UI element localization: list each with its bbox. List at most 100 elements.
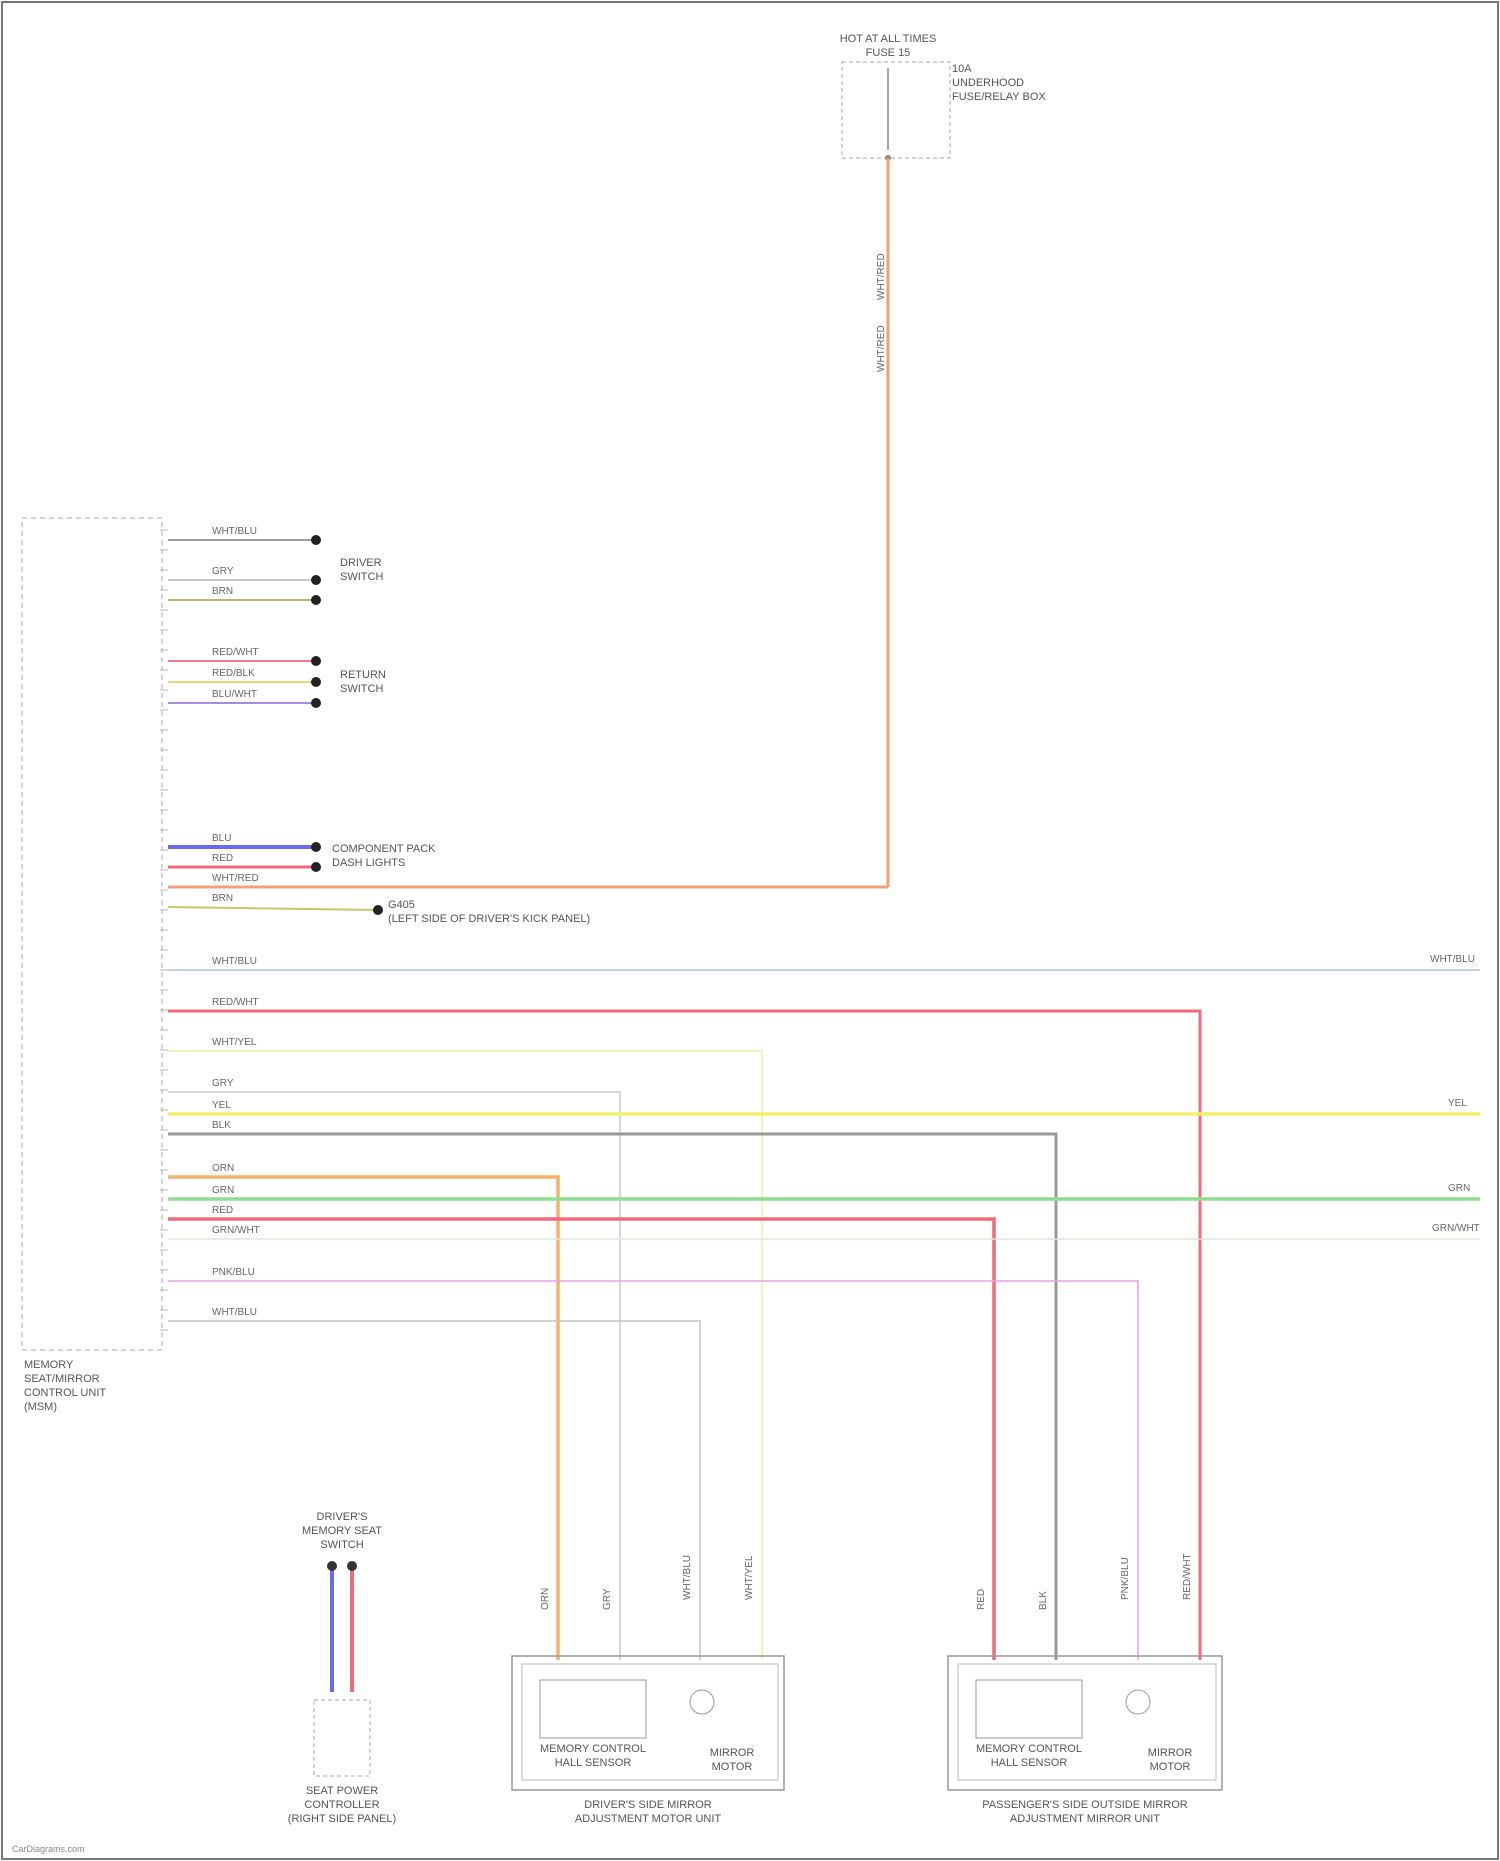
wire-terminal-w5 — [311, 677, 321, 687]
connector-labels: DRIVER SWITCH RETURN SWITCH COMPONENT PA… — [332, 557, 590, 925]
driver-motor-line-2: MOTOR — [712, 1761, 753, 1773]
wire-label-w16: BLK — [212, 1120, 231, 1131]
wire-label-w9: WHT/RED — [212, 873, 259, 884]
wire-vertical-label-feed-0: WHT/RED — [876, 253, 887, 300]
footer-credit: CarDiagrams.com — [12, 1844, 85, 1854]
wire-label-w12: RED/WHT — [212, 997, 259, 1008]
fuse-block-subtitle: FUSE 15 — [866, 47, 911, 59]
passenger-motor-line-1: MIRROR — [1148, 1747, 1193, 1759]
driver-sensor-line-2: HALL SENSOR — [555, 1757, 632, 1769]
wire-right-label-r_yel: YEL — [1448, 1098, 1467, 1109]
wire-w13 — [168, 1051, 762, 1660]
passenger-sensor-line-2: HALL SENSOR — [991, 1757, 1068, 1769]
passenger-motor-line-2: MOTOR — [1150, 1761, 1191, 1773]
fuse-block-line-1: 10A — [952, 63, 972, 75]
wire-label-w1: WHT/BLU — [212, 526, 257, 537]
memory-module-box — [22, 518, 162, 1350]
fuse-block: HOT AT ALL TIMES FUSE 15 10A UNDERHOOD F… — [840, 33, 1047, 161]
wire-label-w13: WHT/YEL — [212, 1037, 257, 1048]
wire-right-label-r_gw: GRN/WHT — [1432, 1223, 1480, 1234]
wire-label-w20: GRN/WHT — [212, 1225, 260, 1236]
driver-motor-line-1: MIRROR — [710, 1747, 755, 1759]
wire-label-w4: RED/WHT — [212, 647, 259, 658]
passenger-motor-symbol — [1126, 1690, 1150, 1714]
fuse-block-line-2: UNDERHOOD — [952, 77, 1024, 89]
wire-terminal-w8 — [311, 862, 321, 872]
wire-label-w5: RED/BLK — [212, 668, 255, 679]
wire-vertical-label-feed-1: WHT/RED — [876, 325, 887, 372]
passenger-mirror-caption-2: ADJUSTMENT MIRROR UNIT — [1010, 1813, 1160, 1825]
memory-switch-line-1: DRIVER'S — [317, 1511, 368, 1523]
mirror-wire-label-w12: RED/WHT — [1182, 1553, 1193, 1600]
memory-module-line-2: SEAT/MIRROR — [24, 1373, 100, 1385]
connector-group-a-line-1: DRIVER — [340, 557, 382, 569]
pin-ticks — [160, 530, 168, 1330]
mirror-wire-label-w13: WHT/YEL — [744, 1555, 755, 1600]
memory-module-line-1: MEMORY — [24, 1359, 74, 1371]
wire-label-w15: YEL — [212, 1100, 231, 1111]
memory-switch-line-3: SWITCH — [320, 1539, 363, 1551]
wire-terminal-w10 — [373, 905, 383, 915]
wire-label-w18: GRN — [212, 1185, 234, 1196]
fuse-block-line-3: FUSE/RELAY BOX — [952, 91, 1046, 103]
memory-module-line-4: (MSM) — [24, 1401, 57, 1413]
wire-label-w3: BRN — [212, 586, 233, 597]
wire-label-w19: RED — [212, 1205, 233, 1216]
wire-label-w22: WHT/BLU — [212, 1307, 257, 1318]
wire-label-w8: RED — [212, 853, 233, 864]
driver-sensor-line-1: MEMORY CONTROL — [540, 1743, 646, 1755]
wire-terminal-w3 — [311, 595, 321, 605]
wire-terminal-w2 — [311, 575, 321, 585]
wire-w10 — [168, 907, 378, 910]
controller-pin-1 — [327, 1561, 337, 1571]
wire-label-w10: BRN — [212, 893, 233, 904]
seat-controller-line-3: (RIGHT SIDE PANEL) — [288, 1813, 396, 1825]
wire-label-w11: WHT/BLU — [212, 956, 257, 967]
driver-hall-sensor — [540, 1680, 646, 1738]
ground-location: (LEFT SIDE OF DRIVER'S KICK PANEL) — [388, 913, 590, 925]
wire-terminal-w1 — [311, 535, 321, 545]
fuse-block-title: HOT AT ALL TIMES — [840, 33, 937, 45]
driver-mirror-caption-2: ADJUSTMENT MOTOR UNIT — [575, 1813, 722, 1825]
fuse-block-box — [842, 62, 950, 158]
wire-w19 — [168, 1219, 994, 1660]
wire-label-w17: ORN — [212, 1163, 234, 1174]
wire-terminal-w4 — [311, 656, 321, 666]
wire-right-label-r_grn: GRN — [1448, 1183, 1470, 1194]
wire-w17 — [168, 1177, 558, 1660]
seat-controller: DRIVER'S MEMORY SEAT SWITCH SEAT POWER C… — [288, 1511, 396, 1825]
wire-terminal-w6 — [311, 698, 321, 708]
wire-w16 — [168, 1134, 1056, 1660]
memory-module-line-3: CONTROL UNIT — [24, 1387, 106, 1399]
memory-switch-line-2: MEMORY SEAT — [302, 1525, 382, 1537]
memory-module: MEMORY SEAT/MIRROR CONTROL UNIT (MSM) — [22, 518, 162, 1413]
wire-label-w14: GRY — [212, 1078, 234, 1089]
passenger-mirror-caption-1: PASSENGER'S SIDE OUTSIDE MIRROR — [982, 1799, 1187, 1811]
driver-motor-symbol — [690, 1690, 714, 1714]
seat-controller-line-1: SEAT POWER — [306, 1785, 378, 1797]
mirror-wire-label-w17: ORN — [540, 1588, 551, 1610]
driver-mirror-unit: MEMORY CONTROL HALL SENSOR MIRROR MOTOR … — [512, 1656, 784, 1825]
connector-group-b-line-1: RETURN — [340, 669, 386, 681]
seat-controller-line-2: CONTROLLER — [304, 1799, 379, 1811]
mirror-wire-label-w22: WHT/BLU — [682, 1555, 693, 1600]
mirror-wire-label-w16: BLK — [1038, 1591, 1049, 1610]
wire-label-w6: BLU/WHT — [212, 689, 257, 700]
controller-pin-2 — [347, 1561, 357, 1571]
wire-label-w21: PNK/BLU — [212, 1267, 255, 1278]
passenger-sensor-line-1: MEMORY CONTROL — [976, 1743, 1082, 1755]
driver-mirror-caption-1: DRIVER'S SIDE MIRROR — [584, 1799, 711, 1811]
connector-group-b-line-2: SWITCH — [340, 683, 383, 695]
wire-terminal-w7 — [311, 842, 321, 852]
ground-label: G405 — [388, 899, 415, 911]
connector-comp-top: COMPONENT PACK — [332, 843, 436, 855]
wire-right-label-r_blu: WHT/BLU — [1430, 954, 1475, 965]
passenger-hall-sensor — [976, 1680, 1082, 1738]
wire-group: WHT/BLU GRY BRN RED/WHT RED/BLK BLU/WHT BLU RED… — [168, 158, 1480, 1660]
wire-label-w2: GRY — [212, 566, 234, 577]
wire-label-w7: BLU — [212, 833, 231, 844]
mirror-wire-label-w14: GRY — [602, 1588, 613, 1610]
passenger-mirror-unit: MEMORY CONTROL HALL SENSOR MIRROR MOTOR … — [948, 1656, 1222, 1825]
mirror-wire-label-w21: PNK/BLU — [1120, 1557, 1131, 1600]
